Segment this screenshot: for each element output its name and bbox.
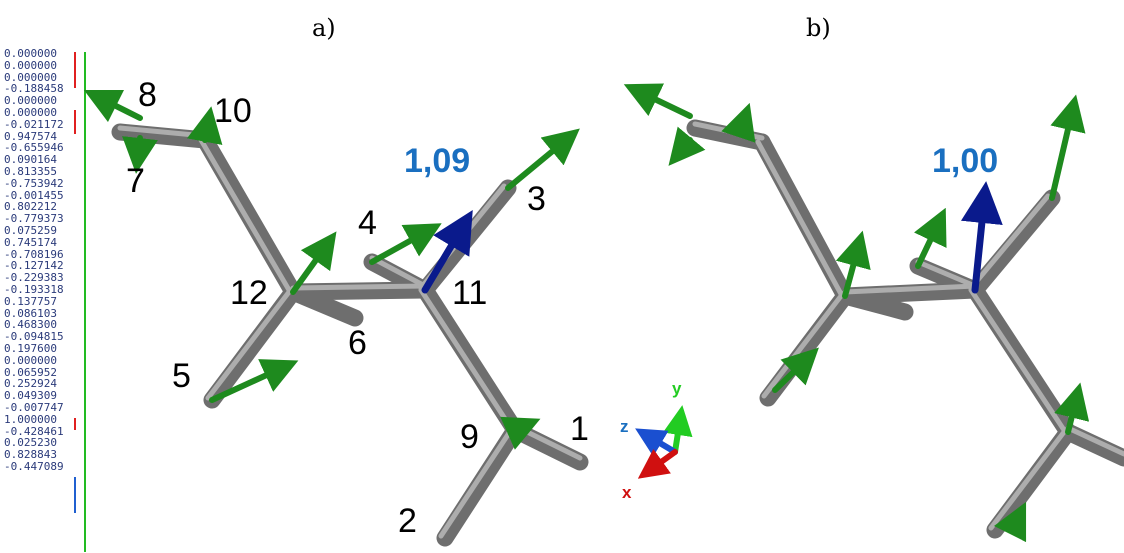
atom-label-9: 9 [460, 418, 479, 456]
bond [966, 189, 1061, 299]
axes-triad: y z x [620, 379, 693, 502]
value-column: 0.000000 0.000000 0.000000 -0.188458 0.0… [4, 48, 82, 553]
value-row: -0.753942 [4, 176, 64, 190]
value-row: 0.000000 [4, 58, 57, 72]
bond [436, 421, 524, 547]
bond [836, 287, 914, 321]
displacement-arrow [1054, 382, 1090, 435]
value-row: -0.655946 [4, 141, 64, 155]
value-row: -0.428461 [4, 424, 64, 438]
molecule-a: 1 2 3 4 5 6 7 8 9 10 11 12 1,09 [83, 76, 589, 547]
bond [196, 131, 302, 301]
value-row: 0.947574 [4, 129, 57, 143]
atom-label-8: 8 [138, 76, 157, 114]
atom-label-7: 7 [126, 162, 145, 200]
atom-label-11: 11 [452, 274, 487, 312]
displacement-arrow [835, 230, 871, 299]
displacement-arrow [668, 126, 706, 166]
atom-label-3: 3 [527, 180, 546, 218]
bond [1059, 423, 1124, 467]
value-row: 1.000000 [4, 412, 57, 426]
value-row: -0.188458 [4, 82, 64, 96]
bond [203, 283, 302, 409]
atom-label-10: 10 [214, 92, 252, 130]
value-row: 0.468300 [4, 318, 57, 332]
bond [986, 423, 1077, 539]
red-marker-bar [74, 110, 76, 134]
value-row: -0.447089 [4, 459, 64, 473]
displacement-arrow [500, 416, 541, 450]
bond [753, 133, 854, 305]
value-row: 0.137757 [4, 294, 57, 308]
bond [284, 283, 364, 327]
value-row: 0.802212 [4, 200, 57, 214]
value-row: -0.708196 [4, 247, 64, 261]
value-row: -0.021172 [4, 117, 64, 131]
red-marker-bar [74, 418, 76, 430]
molecule-b: 1,00 [623, 83, 1124, 543]
displacement-arrow [1049, 94, 1086, 201]
displacement-arrow [721, 102, 756, 143]
displacement-arrow [623, 83, 693, 119]
value-row: 0.090164 [4, 153, 57, 167]
value-row: 0.828843 [4, 448, 57, 462]
panel-b-label: b) [806, 14, 831, 42]
y-axis-label: y [672, 379, 682, 398]
displacement-arrow [290, 231, 337, 295]
value-row: 0.065952 [4, 365, 57, 379]
value-row: 0.813355 [4, 164, 57, 178]
value-row: 0.025230 [4, 436, 57, 450]
atom-label-12: 12 [230, 274, 268, 312]
panel-a-label: a) [312, 14, 336, 42]
value-row: -0.094815 [4, 330, 64, 344]
red-marker-bar [74, 52, 76, 88]
value-row: -0.127142 [4, 259, 64, 273]
displacement-arrow [209, 359, 299, 403]
displacement-arrow [122, 135, 158, 174]
bond [284, 281, 434, 301]
value-label-a: 1,09 [404, 142, 470, 180]
displacement-arrow [186, 106, 223, 146]
value-row: 0.000000 [4, 70, 57, 84]
value-row: -0.229383 [4, 271, 64, 285]
value-row: 0.086103 [4, 306, 57, 320]
value-row: 0.000000 [4, 353, 57, 367]
atom-label-2: 2 [398, 502, 417, 540]
z-axis-arrow [635, 428, 678, 457]
value-row: 0.000000 [4, 48, 57, 60]
blue-marker-bar [74, 477, 76, 513]
green-marker-bar [84, 52, 86, 552]
displacement-arrow [505, 128, 580, 191]
value-row: -0.779373 [4, 212, 64, 226]
atom-label-4: 4 [358, 204, 377, 242]
displacement-arrow [914, 207, 947, 269]
value-row: -0.193318 [4, 282, 64, 296]
highlight-arrow [421, 209, 473, 294]
value-label-b: 1,00 [932, 142, 998, 180]
atom-label-6: 6 [348, 324, 367, 362]
x-axis-arrow [637, 449, 678, 479]
z-axis-label: z [620, 417, 629, 436]
y-axis-arrow [662, 405, 693, 455]
value-row: -0.007747 [4, 400, 64, 414]
value-row: 0.197600 [4, 341, 57, 355]
value-row: 0.252924 [4, 377, 57, 391]
value-row: 0.745174 [4, 235, 57, 249]
atom-label-5: 5 [172, 357, 191, 395]
value-row: 0.000000 [4, 105, 57, 119]
value-row: 0.000000 [4, 94, 57, 108]
value-row: 0.075259 [4, 223, 57, 237]
x-axis-label: x [622, 483, 632, 502]
displacement-arrow [83, 89, 143, 123]
displacement-arrow [993, 501, 1027, 543]
atom-label-1: 1 [570, 410, 589, 448]
highlight-arrow [960, 181, 1003, 294]
value-row: 0.049309 [4, 389, 57, 403]
displacement-arrow [772, 347, 819, 393]
value-row: -0.001455 [4, 188, 64, 202]
displacement-arrow [369, 223, 442, 265]
